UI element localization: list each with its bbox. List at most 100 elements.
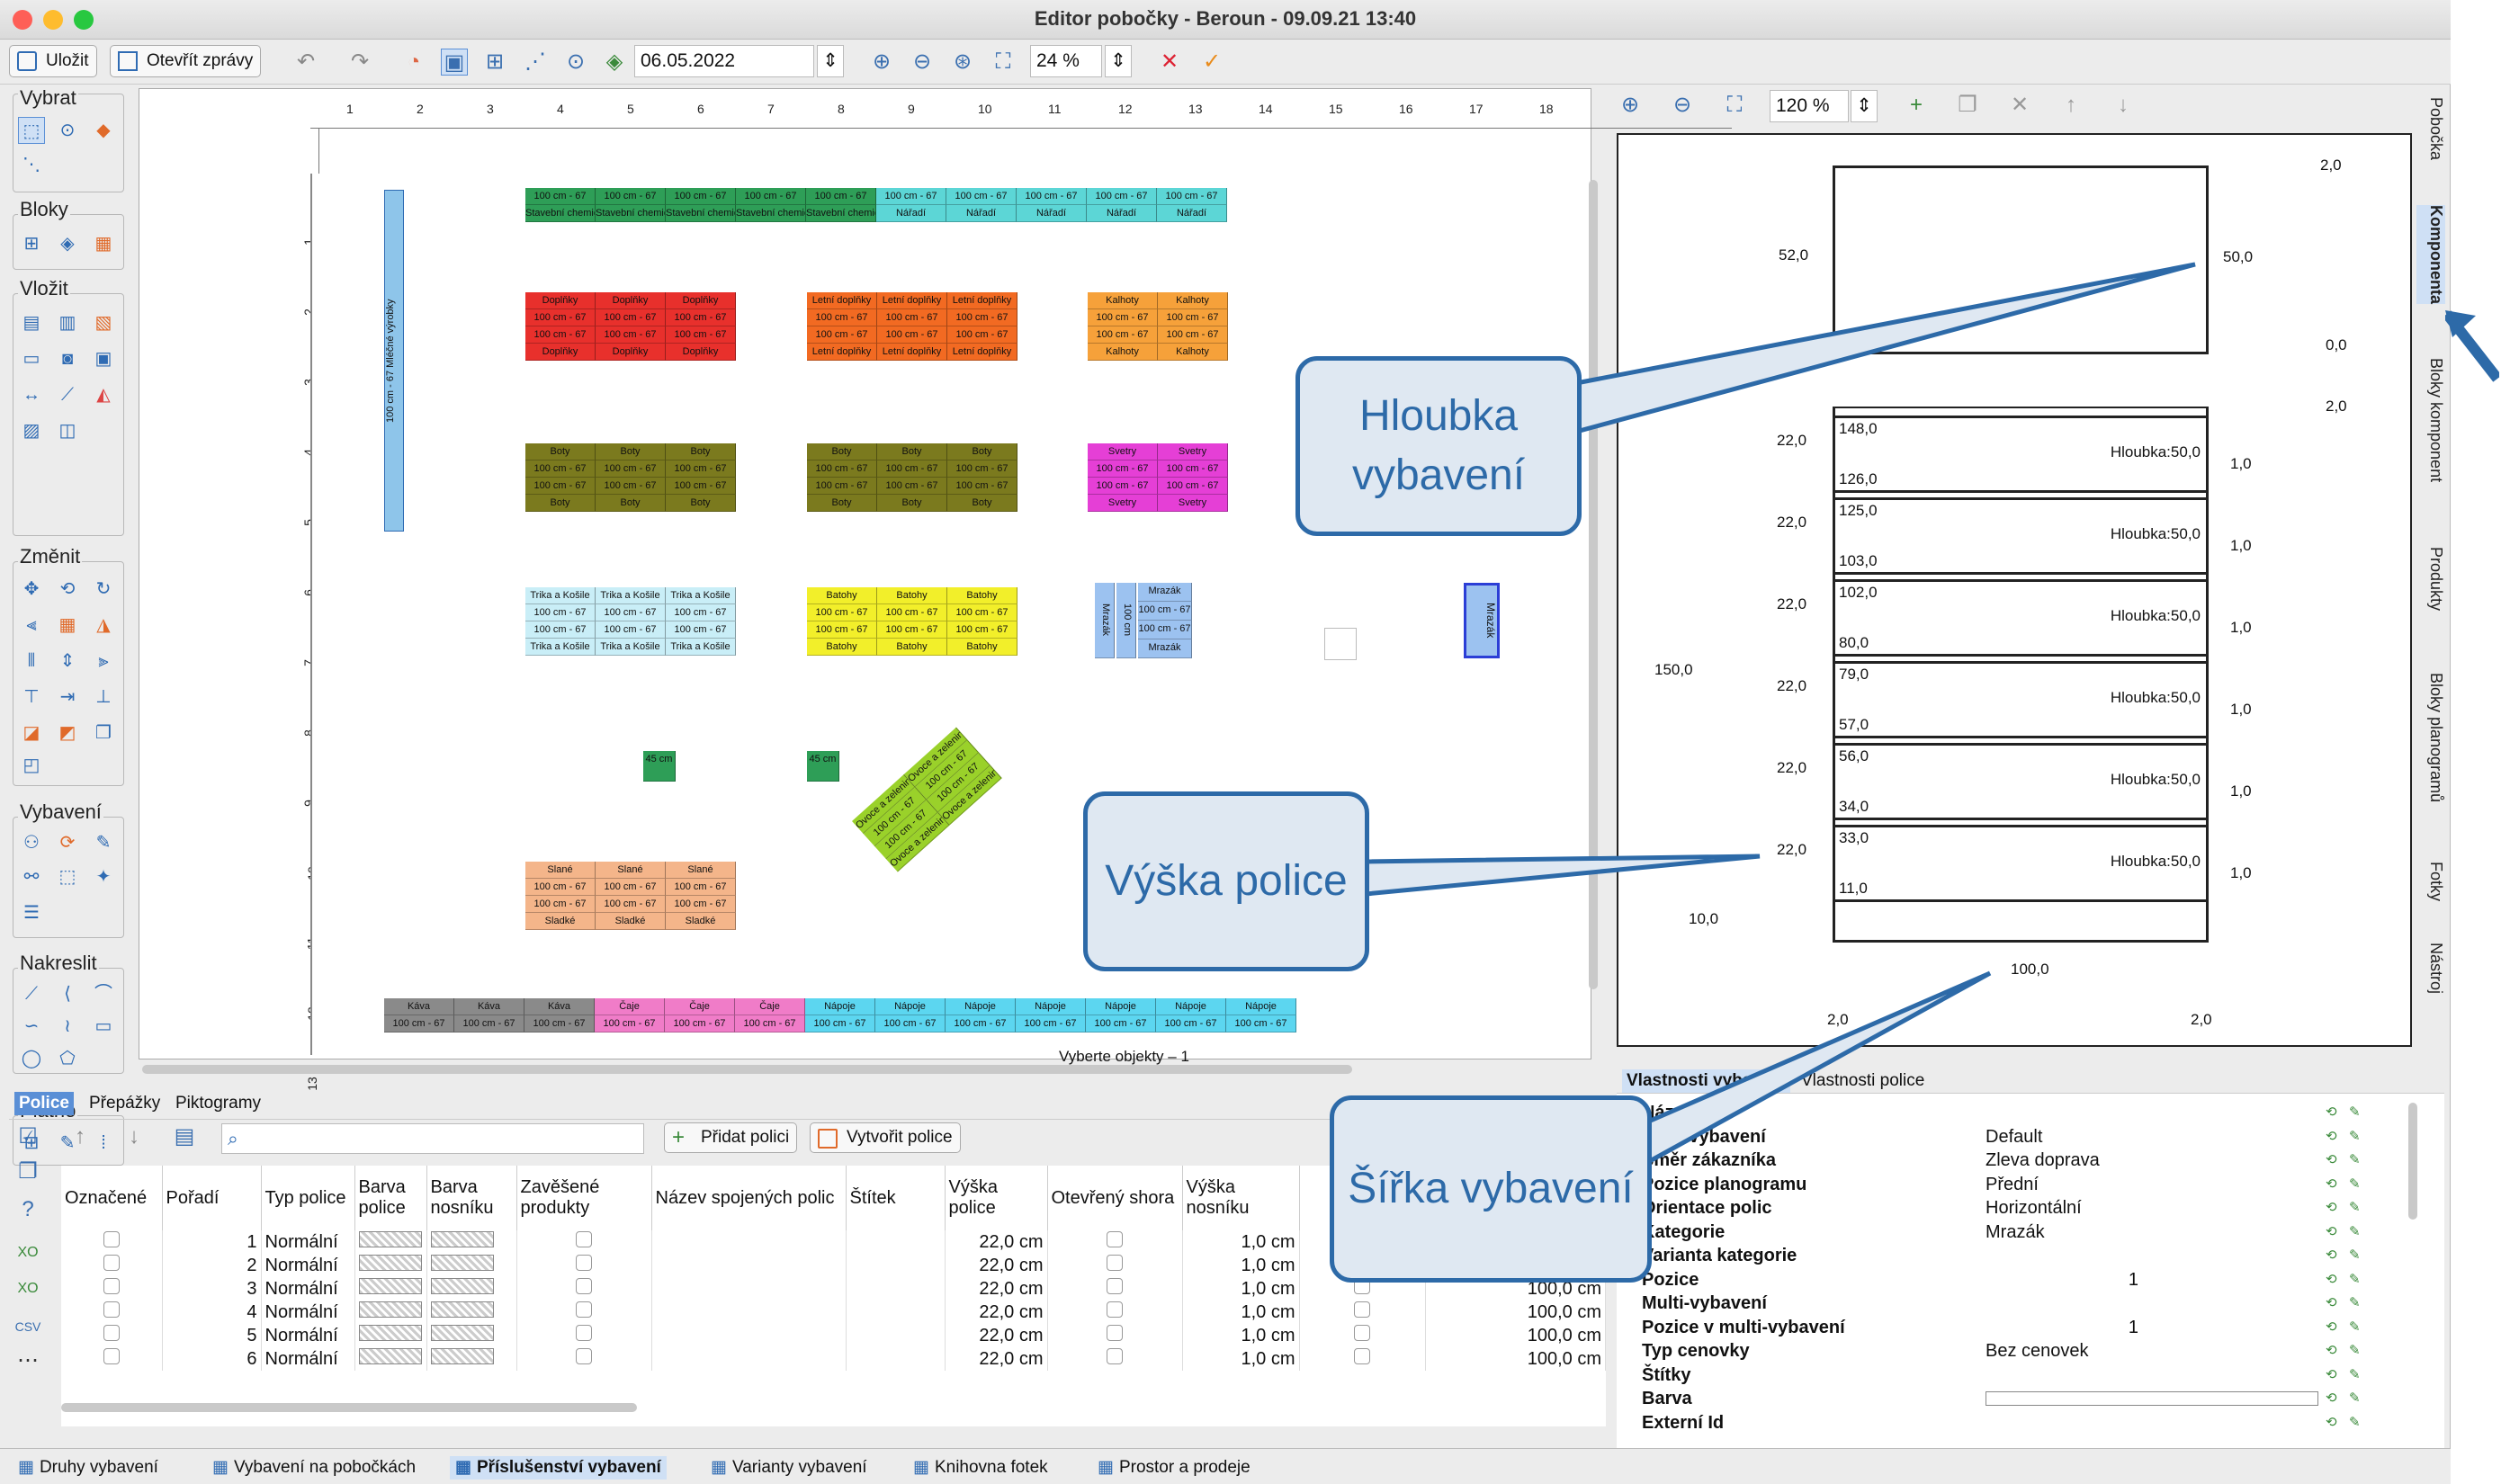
- reset-icon[interactable]: ⟲: [2326, 1128, 2337, 1144]
- label-cell[interactable]: [846, 1324, 946, 1347]
- cancel-icon[interactable]: ✕: [1160, 49, 1179, 74]
- fixture-small-left[interactable]: 45 cm: [643, 751, 676, 782]
- module-tab[interactable]: ▦Vybavení na pobočkách: [212, 1456, 416, 1480]
- date-stepper[interactable]: ⇕: [817, 45, 844, 77]
- marked-cell[interactable]: [61, 1324, 163, 1347]
- edit-icon[interactable]: ✎: [2349, 1200, 2361, 1215]
- shelf-color-cell[interactable]: [354, 1254, 427, 1277]
- hanging-cell[interactable]: [516, 1301, 652, 1324]
- reset-icon[interactable]: ⟲: [2326, 1366, 2337, 1382]
- open-top-cell[interactable]: [1047, 1230, 1183, 1254]
- edit-icon[interactable]: ✎: [2349, 1366, 2361, 1382]
- snap-icon[interactable]: ⊞: [485, 49, 505, 74]
- zoom-field[interactable]: 24 %: [1030, 45, 1102, 77]
- tab-equipment-properties[interactable]: Vlastnosti vybavení: [1622, 1069, 1791, 1093]
- copy-shelf-icon[interactable]: ❐: [1958, 93, 1977, 117]
- open-top-checkbox[interactable]: [1107, 1255, 1123, 1271]
- equipment-edit-icon[interactable]: ✎: [95, 833, 112, 853]
- zoom-stepper[interactable]: ⇕: [1105, 45, 1132, 77]
- preview-zoom-field[interactable]: 120 %: [1770, 90, 1849, 122]
- send-back-icon[interactable]: ◩: [58, 723, 76, 743]
- reset-icon[interactable]: ⟲: [2326, 1104, 2337, 1120]
- module-tab[interactable]: ▦Prostor a prodeje: [1098, 1456, 1251, 1480]
- create-shelves-button[interactable]: Vytvořit police: [810, 1122, 961, 1153]
- beam-height-cell[interactable]: 1,0 cm: [1182, 1277, 1300, 1301]
- edit-icon[interactable]: ✎: [2349, 1390, 2361, 1406]
- canvas-grid-icon[interactable]: ⁞: [101, 1133, 106, 1153]
- column-header[interactable]: Typ police: [261, 1166, 355, 1230]
- open-top-checkbox[interactable]: [1107, 1231, 1123, 1247]
- beam-color-cell[interactable]: [426, 1277, 517, 1301]
- property-row[interactable]: Multi-vybavení⟲✎: [1617, 1292, 2444, 1315]
- linked-name-cell[interactable]: [651, 1301, 847, 1324]
- add-shelf-button[interactable]: +Přidat polici: [664, 1122, 798, 1153]
- properties-scrollbar[interactable]: [2408, 1103, 2417, 1220]
- hanging-checkbox[interactable]: [576, 1325, 592, 1341]
- linked-name-cell[interactable]: [651, 1254, 847, 1277]
- column-header[interactable]: Barva nosníku: [426, 1166, 517, 1230]
- reset-icon[interactable]: ⟲: [2326, 1176, 2337, 1192]
- hanging-checkbox[interactable]: [576, 1255, 592, 1271]
- edit-icon[interactable]: ✎: [2349, 1223, 2361, 1239]
- insert-camera-icon[interactable]: ◙: [61, 349, 74, 369]
- beam-color-cell[interactable]: [426, 1347, 517, 1371]
- edit-icon[interactable]: ✎: [2349, 1152, 2361, 1167]
- hanging-cell[interactable]: [516, 1254, 652, 1277]
- redo-icon[interactable]: ↷: [350, 49, 370, 74]
- property-row[interactable]: Štítky⟲✎: [1617, 1363, 2444, 1387]
- type-cell[interactable]: Normální: [261, 1230, 355, 1254]
- tab-piktogramy[interactable]: Piktogramy: [175, 1094, 262, 1113]
- edit-icon[interactable]: ✎: [2349, 1319, 2361, 1335]
- edit-icon[interactable]: ✎: [2349, 1128, 2361, 1144]
- delete-shelf-icon[interactable]: ✕: [2010, 93, 2030, 117]
- wall-fixture-dairy[interactable]: 100 cm - 67 Mléčné výrobky: [384, 190, 404, 532]
- zoom-selection-icon[interactable]: ⊛: [953, 49, 973, 74]
- align-left-icon[interactable]: ⫷: [26, 615, 37, 635]
- beam-color-cell[interactable]: [426, 1301, 517, 1324]
- beam-color-cell[interactable]: [426, 1324, 517, 1347]
- property-row[interactable]: Varianta kategorie⟲✎: [1617, 1244, 2444, 1267]
- copy-row-icon[interactable]: ❐: [18, 1159, 38, 1184]
- column-header[interactable]: Zavěšené produkty: [516, 1166, 652, 1230]
- beam-height-cell[interactable]: 1,0 cm: [1182, 1230, 1300, 1254]
- reset-icon[interactable]: ⟲: [2326, 1152, 2337, 1167]
- canvas-hscroll[interactable]: [142, 1065, 1352, 1074]
- marked-cell[interactable]: [61, 1254, 163, 1277]
- edit-icon[interactable]: ✎: [2349, 1271, 2361, 1287]
- shelf-color-cell[interactable]: [354, 1230, 427, 1254]
- side-tab[interactable]: Bloky planogramů: [2416, 673, 2445, 802]
- shelf-height-cell[interactable]: 22,0 cm: [945, 1230, 1048, 1254]
- reset-icon[interactable]: ⟲: [2326, 1295, 2337, 1310]
- grid-toggle-icon[interactable]: ▣: [441, 49, 468, 76]
- shelf-height-cell[interactable]: 22,0 cm: [945, 1254, 1048, 1277]
- module-tab[interactable]: ▦Knihovna fotek: [913, 1456, 1048, 1480]
- preview-zoom-out-icon[interactable]: ⊖: [1672, 93, 1692, 117]
- extra-check-cell[interactable]: [1299, 1301, 1426, 1324]
- undo-icon[interactable]: ↶: [296, 49, 316, 74]
- label-cell[interactable]: [846, 1347, 946, 1371]
- extra-checkbox[interactable]: [1354, 1325, 1370, 1341]
- label-cell[interactable]: [846, 1254, 946, 1277]
- property-row[interactable]: Barva⟲✎: [1617, 1387, 2444, 1410]
- minimize-window-button[interactable]: [43, 10, 63, 30]
- column-header[interactable]: Pořadí: [162, 1166, 262, 1230]
- csv-icon[interactable]: CSV: [14, 1319, 41, 1334]
- insert-rack-icon[interactable]: ▧: [94, 313, 112, 333]
- beam-height-cell[interactable]: 1,0 cm: [1182, 1347, 1300, 1371]
- beam-height-cell[interactable]: 1,0 cm: [1182, 1254, 1300, 1277]
- xo-alt-icon[interactable]: XO: [17, 1281, 39, 1296]
- width-cell[interactable]: 100,0 cm: [1425, 1324, 1606, 1347]
- column-header[interactable]: Označené: [61, 1166, 163, 1230]
- shelf-search-input[interactable]: ⌕: [221, 1123, 644, 1154]
- insert-cabinet-icon[interactable]: ▥: [58, 313, 76, 333]
- shelf-color-cell[interactable]: [354, 1277, 427, 1301]
- tab-police[interactable]: Police: [14, 1092, 74, 1115]
- add-shelf-icon[interactable]: +: [1909, 93, 1923, 117]
